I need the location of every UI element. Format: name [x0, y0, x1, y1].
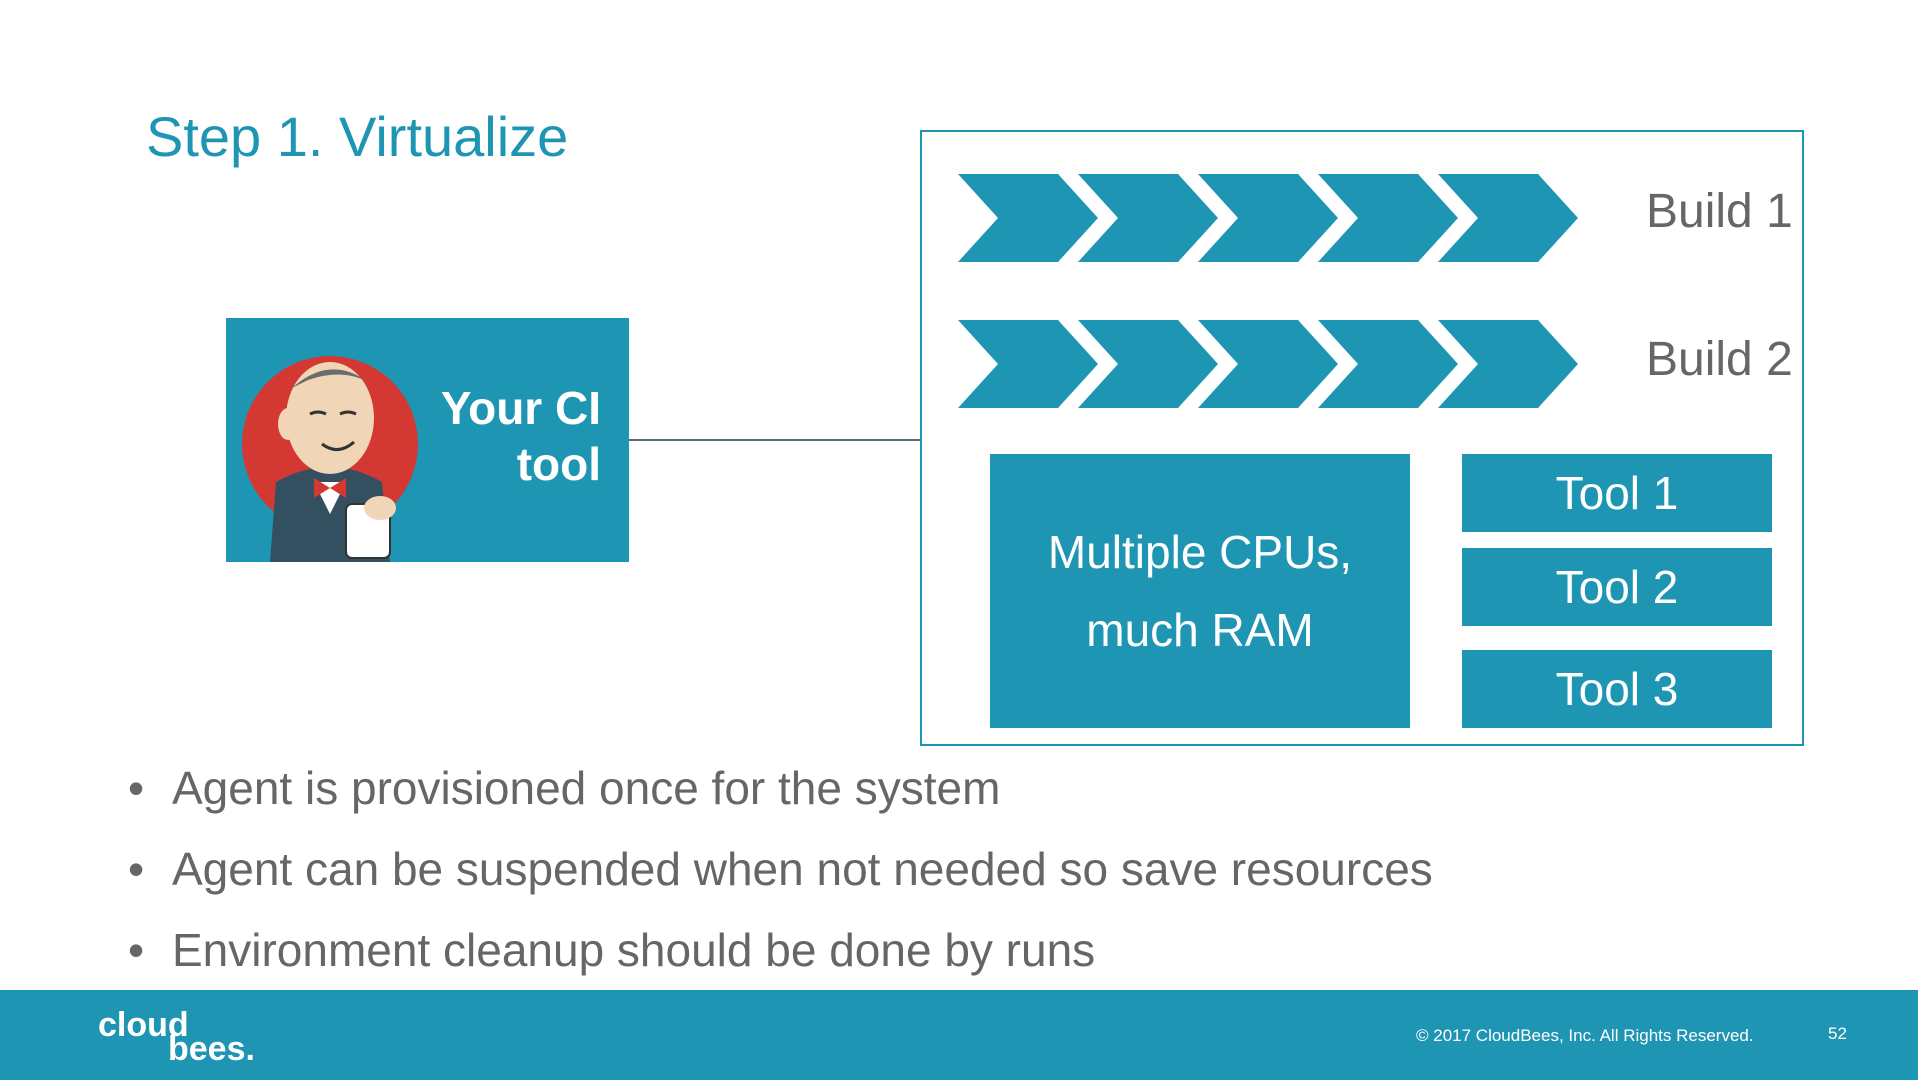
bullet-text: Environment cleanup should be done by ru…	[172, 924, 1096, 976]
bullet-dot: •	[128, 924, 145, 976]
ci-tool-label: Your CI tool	[441, 380, 601, 492]
connector-line	[629, 439, 921, 441]
build-2-pipeline-chevrons	[958, 320, 1578, 408]
resources-line2: much RAM	[1086, 604, 1314, 656]
bullet-text: Agent is provisioned once for the system	[172, 762, 1001, 814]
build-2-label: Build 2	[1646, 333, 1793, 386]
bullet-item: • Environment cleanup should be done by …	[128, 918, 1433, 999]
tool-1-box: Tool 1	[1462, 454, 1772, 532]
ci-tool-box: Your CI tool	[226, 318, 629, 562]
page-number: 52	[1828, 1024, 1847, 1043]
slide-title: Step 1. Virtualize	[146, 105, 569, 168]
bullet-dot: •	[128, 843, 145, 895]
build-row-2: Build 2	[958, 320, 1793, 408]
bullet-item: • Agent is provisioned once for the syst…	[128, 756, 1433, 837]
ci-tool-label-line2: tool	[516, 438, 601, 490]
build-1-label: Build 1	[1646, 185, 1793, 238]
build-row-1: Build 1	[958, 174, 1793, 262]
tool-2-box: Tool 2	[1462, 548, 1772, 626]
logo-text-cloud: cloud	[98, 1006, 189, 1044]
resources-line1: Multiple CPUs,	[1047, 526, 1353, 578]
bullet-item: • Agent can be suspended when not needed…	[128, 837, 1433, 918]
copyright-text: © 2017 CloudBees, Inc. All Rights Reserv…	[1416, 1026, 1754, 1045]
ci-tool-label-line1: Your CI	[440, 382, 601, 434]
system-frame: Build 1 Build 2 Multiple CPUs, much RAM …	[920, 130, 1804, 746]
jenkins-butler-icon	[242, 356, 418, 562]
resources-box: Multiple CPUs, much RAM	[990, 454, 1410, 728]
build-1-pipeline-chevrons	[958, 174, 1578, 262]
bullet-list: • Agent is provisioned once for the syst…	[128, 756, 1433, 999]
logo-text-bees: bees.	[168, 1030, 255, 1068]
cloudbees-logo: cloud bees.	[98, 1006, 255, 1068]
bullet-dot: •	[128, 762, 145, 814]
footer-bar: cloud bees. © 2017 CloudBees, Inc. All R…	[0, 990, 1918, 1080]
bullet-text: Agent can be suspended when not needed s…	[172, 843, 1433, 895]
tool-3-box: Tool 3	[1462, 650, 1772, 728]
